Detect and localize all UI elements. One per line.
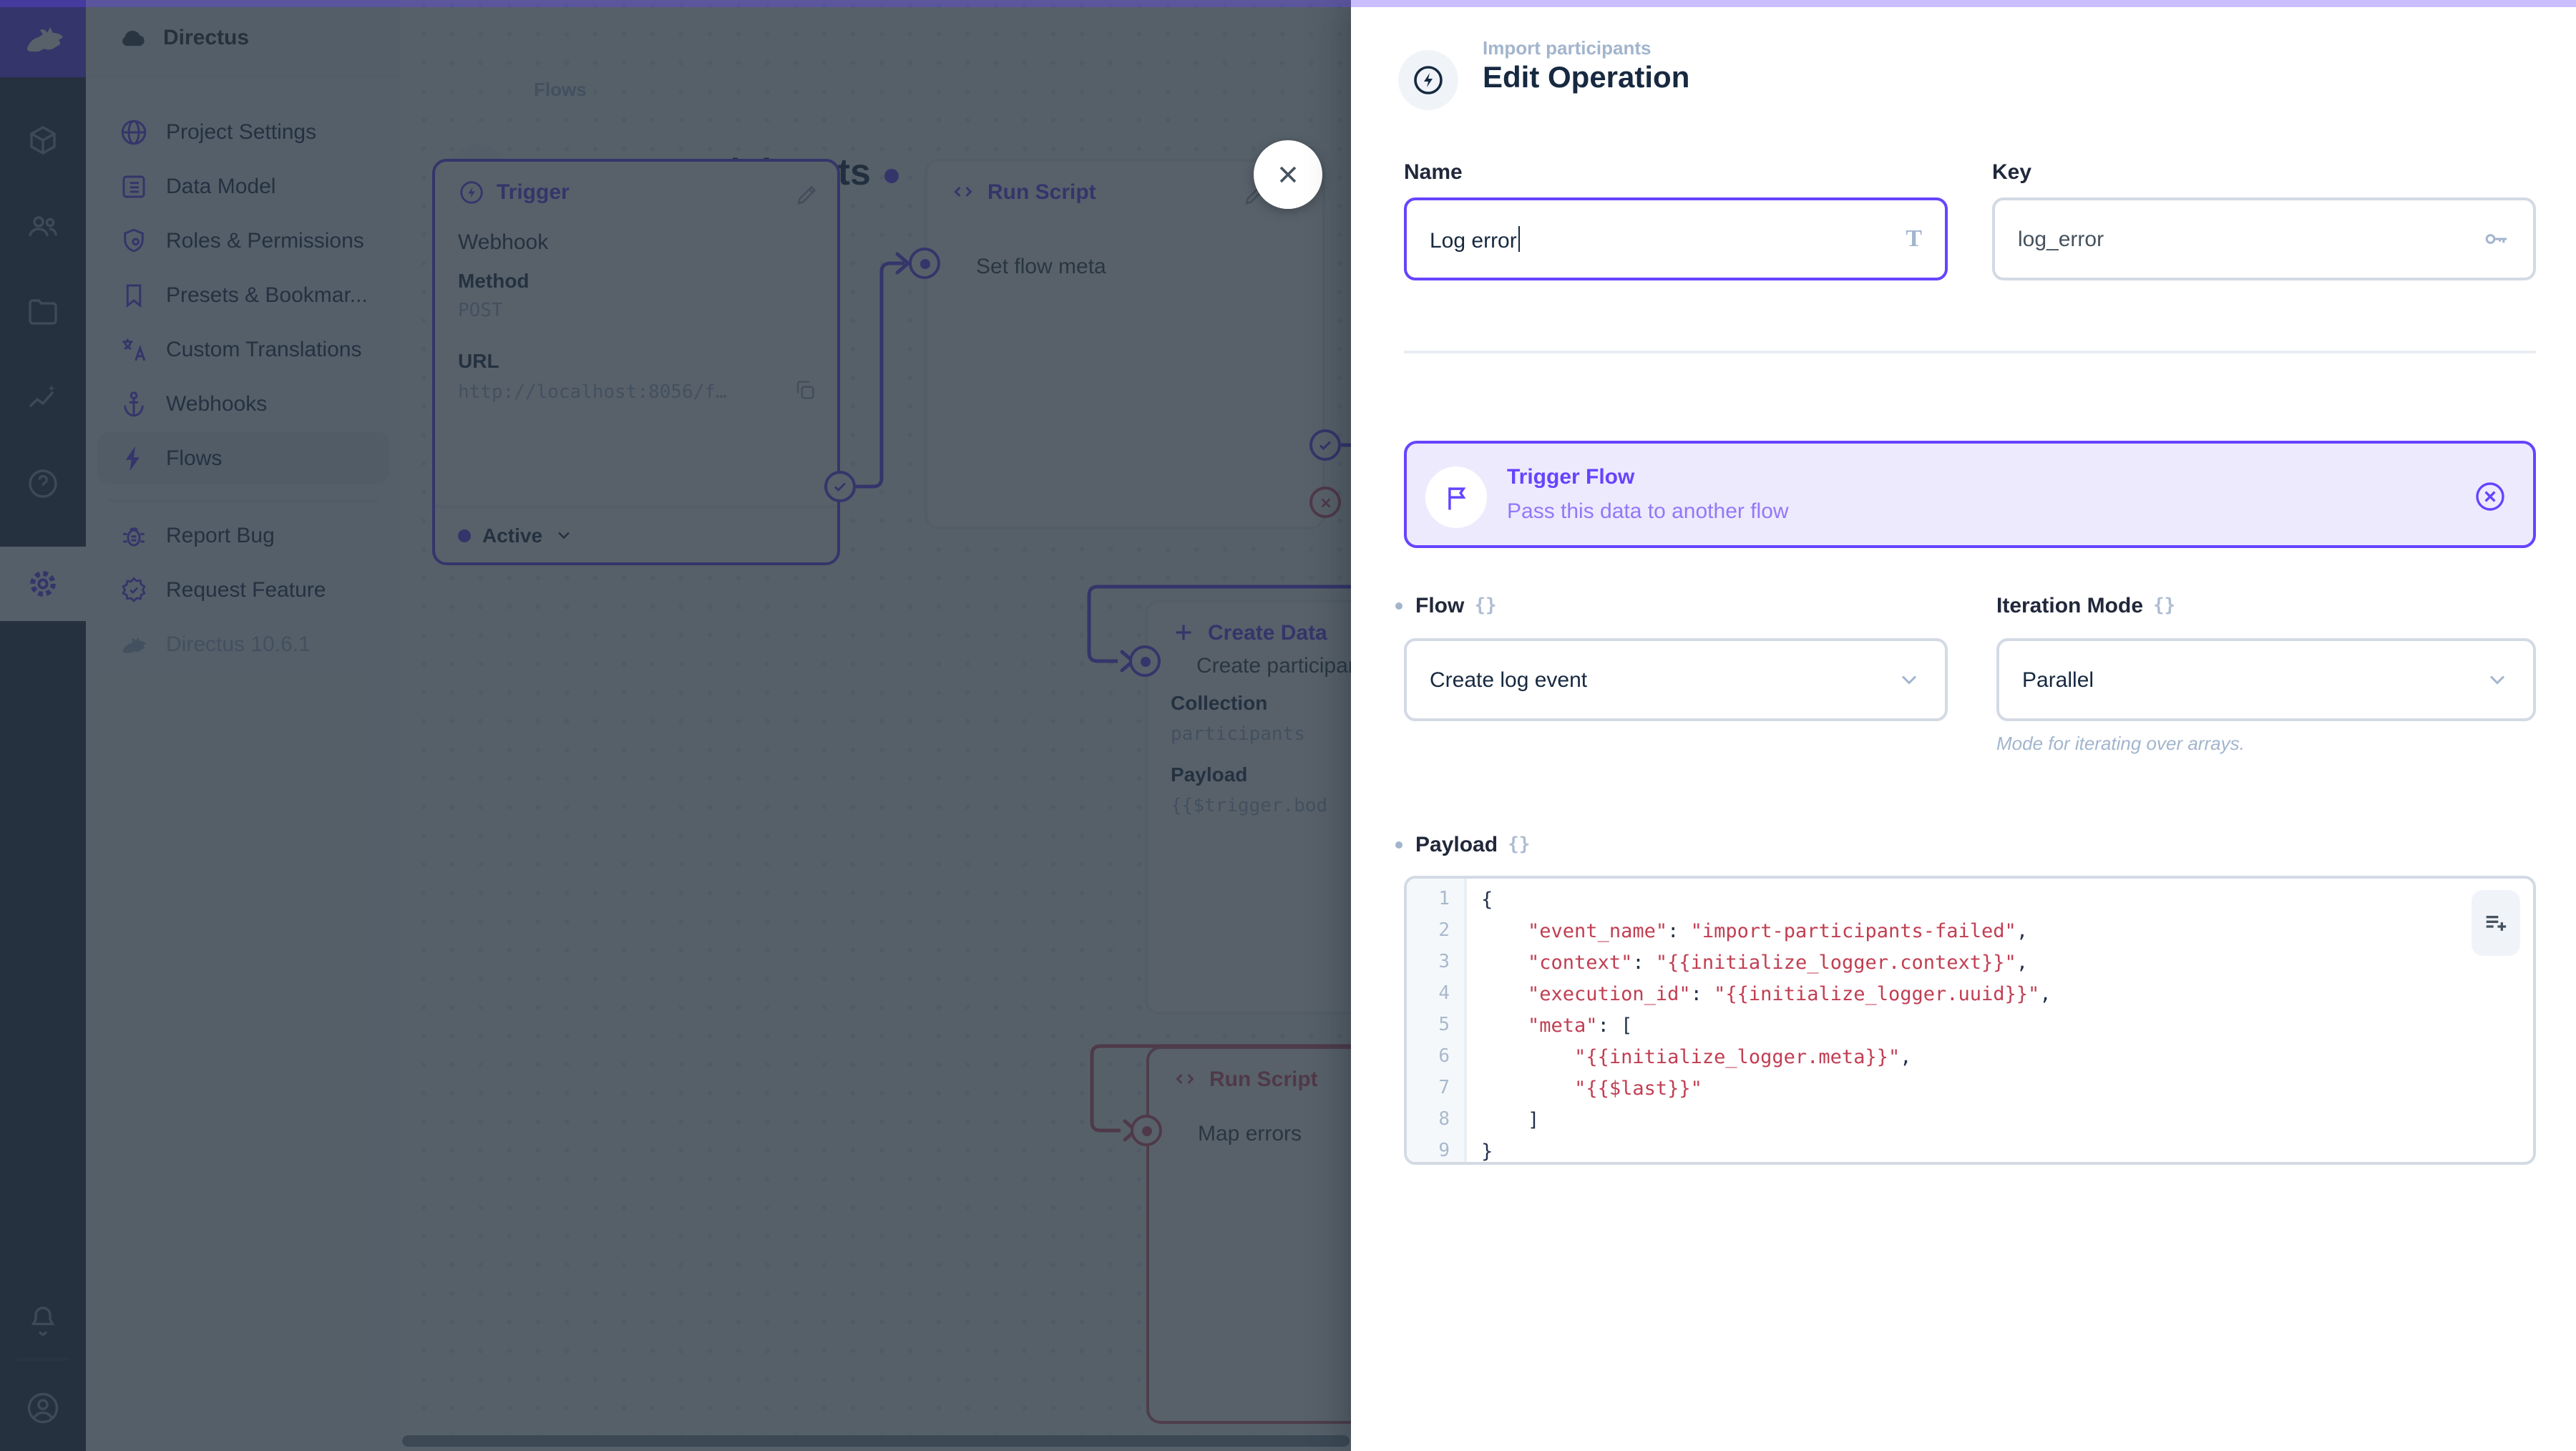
drawer-scrim[interactable] (0, 0, 1351, 1451)
chevron-down-icon (1896, 667, 1922, 693)
chevron-down-icon (2484, 667, 2510, 693)
name-input[interactable]: Log error T (1404, 197, 1948, 280)
key-icon (2482, 225, 2510, 253)
dismiss-notice-icon[interactable] (2473, 479, 2507, 514)
key-input[interactable]: log_error (1992, 197, 2536, 280)
drawer-breadcrumb[interactable]: Import participants (1483, 37, 1652, 59)
raw-value-icon[interactable]: {} (2153, 595, 2176, 617)
iteration-mode-note: Mode for iterating over arrays. (1996, 733, 2245, 754)
required-dot (1395, 602, 1402, 610)
top-accent-strip (0, 0, 2576, 7)
raw-value-icon[interactable]: {} (1508, 834, 1531, 856)
section-divider (1404, 351, 2536, 353)
raw-value-icon[interactable]: {} (1474, 595, 1497, 617)
iteration-mode-label: Iteration Mode {} (1996, 594, 2176, 618)
bolt-circle-icon (1411, 63, 1445, 97)
flow-label: Flow {} (1395, 594, 1497, 618)
payload-label: Payload {} (1395, 833, 1530, 857)
text-caret (1518, 225, 1521, 251)
close-drawer-button[interactable] (1254, 140, 1322, 209)
playlist-add-icon (2482, 909, 2510, 937)
required-dot (1395, 841, 1402, 849)
name-label: Name (1404, 160, 1463, 185)
notice-subtitle: Pass this data to another flow (1507, 499, 1789, 524)
notice-title: Trigger Flow (1507, 465, 1635, 489)
line-number-gutter: 1 2 3 4 5 6 7 8 9 (1407, 879, 1467, 1162)
drawer-title: Edit Operation (1483, 62, 1690, 94)
operation-type-button[interactable] (1398, 50, 1458, 110)
iteration-mode-select[interactable]: Parallel (1996, 638, 2536, 721)
trigger-flow-notice: Trigger Flow Pass this data to another f… (1404, 441, 2536, 548)
flag-icon (1425, 466, 1487, 528)
close-icon (1274, 160, 1302, 189)
edit-operation-drawer: Import participants Edit Operation Name … (1351, 0, 2576, 1451)
key-label: Key (1992, 160, 2032, 185)
format-code-button[interactable] (2472, 890, 2520, 956)
payload-code-editor[interactable]: 1 2 3 4 5 6 7 8 9 { "event_name": "impor… (1404, 876, 2536, 1165)
code-content[interactable]: { "event_name": "import-participants-fai… (1481, 889, 2051, 1163)
title-formatter-icon[interactable]: T (1906, 225, 1922, 252)
flow-select[interactable]: Create log event (1404, 638, 1948, 721)
